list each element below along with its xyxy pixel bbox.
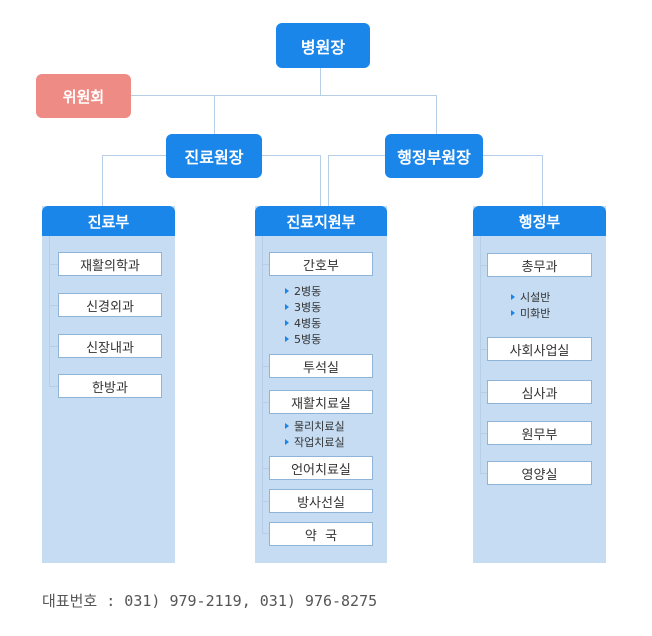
connector bbox=[262, 533, 269, 534]
dept-nephrology[interactable]: 신장내과 bbox=[58, 334, 162, 358]
connector bbox=[328, 155, 385, 156]
dept-oriental-medicine[interactable]: 한방과 bbox=[58, 374, 162, 398]
review-dept[interactable]: 심사과 bbox=[487, 380, 592, 404]
triangle-bullet-icon bbox=[285, 439, 289, 445]
dept-neurosurgery[interactable]: 신경외과 bbox=[58, 293, 162, 317]
admin-dept-title[interactable]: 행정부 bbox=[473, 206, 606, 236]
connector bbox=[480, 265, 487, 266]
medical-director-box[interactable]: 진료원장 bbox=[166, 134, 262, 178]
connector bbox=[480, 433, 487, 434]
dialysis-room[interactable]: 투석실 bbox=[269, 354, 373, 378]
connector bbox=[131, 95, 437, 96]
phone-numbers: 대표번호 : 031) 979-2119, 031) 976-8275 bbox=[42, 592, 378, 610]
connector bbox=[262, 402, 269, 403]
radiology-room[interactable]: 방사선실 bbox=[269, 489, 373, 513]
triangle-bullet-icon bbox=[285, 336, 289, 342]
connector bbox=[49, 346, 58, 347]
patient-affairs-dept[interactable]: 원무부 bbox=[487, 421, 592, 445]
triangle-bullet-icon bbox=[511, 310, 515, 316]
rehab-therapy-room[interactable]: 재활치료실 bbox=[269, 390, 373, 414]
ward-label: 2병동 bbox=[294, 285, 322, 298]
connector bbox=[214, 95, 215, 135]
general-affairs-dept[interactable]: 총무과 bbox=[487, 253, 592, 277]
connector bbox=[102, 155, 103, 206]
admin-director-box[interactable]: 행정부원장 bbox=[385, 134, 483, 178]
ward-5[interactable]: 5병동 bbox=[285, 332, 321, 348]
triangle-bullet-icon bbox=[285, 423, 289, 429]
facilities-team[interactable]: 시설반 bbox=[511, 290, 550, 306]
admin-dept-column: 행정부 총무과 시설반 미화반 사회사업실 심사과 원무부 영양실 bbox=[473, 206, 606, 563]
sub-label: 시설반 bbox=[520, 291, 551, 304]
ward-label: 5병동 bbox=[294, 333, 322, 346]
speech-therapy-room[interactable]: 언어치료실 bbox=[269, 456, 373, 480]
director-box[interactable]: 병원장 bbox=[276, 23, 370, 68]
pharmacy[interactable]: 약 국 bbox=[269, 522, 373, 546]
committee-box[interactable]: 위원회 bbox=[36, 74, 131, 118]
occupational-therapy-room[interactable]: 작업치료실 bbox=[285, 435, 345, 451]
ward-label: 4병동 bbox=[294, 317, 322, 330]
support-dept-column: 진료지원부 간호부 2병동 3병동 4병동 5병동 투석실 재활치료실 물리치료… bbox=[255, 206, 387, 563]
nursing-dept[interactable]: 간호부 bbox=[269, 252, 373, 276]
connector bbox=[49, 386, 58, 387]
connector bbox=[262, 155, 320, 156]
sub-label: 물리치료실 bbox=[294, 420, 345, 433]
social-work-room[interactable]: 사회사업실 bbox=[487, 337, 592, 361]
medical-dept-column: 진료부 재활의학과 신경외과 신장내과 한방과 bbox=[42, 206, 175, 563]
connector bbox=[262, 501, 269, 502]
dept-rehab-medicine[interactable]: 재활의학과 bbox=[58, 252, 162, 276]
connector bbox=[320, 68, 321, 96]
sub-label: 작업치료실 bbox=[294, 436, 345, 449]
triangle-bullet-icon bbox=[285, 288, 289, 294]
connector bbox=[480, 392, 487, 393]
connector bbox=[542, 155, 543, 206]
connector bbox=[262, 366, 269, 367]
ward-4[interactable]: 4병동 bbox=[285, 316, 321, 332]
medical-dept-title[interactable]: 진료부 bbox=[42, 206, 175, 236]
connector bbox=[49, 264, 58, 265]
connector bbox=[262, 468, 269, 469]
ward-2[interactable]: 2병동 bbox=[285, 284, 321, 300]
triangle-bullet-icon bbox=[285, 320, 289, 326]
physical-therapy-room[interactable]: 물리치료실 bbox=[285, 419, 345, 435]
cleaning-team[interactable]: 미화반 bbox=[511, 306, 550, 322]
connector bbox=[480, 349, 487, 350]
connector bbox=[262, 264, 269, 265]
connector bbox=[262, 236, 263, 534]
connector bbox=[480, 473, 487, 474]
connector bbox=[436, 95, 437, 135]
triangle-bullet-icon bbox=[285, 304, 289, 310]
connector bbox=[49, 305, 58, 306]
connector bbox=[320, 155, 321, 206]
connector bbox=[328, 155, 329, 206]
connector bbox=[49, 236, 50, 387]
triangle-bullet-icon bbox=[511, 294, 515, 300]
nutrition-room[interactable]: 영양실 bbox=[487, 461, 592, 485]
sub-label: 미화반 bbox=[520, 307, 551, 320]
ward-3[interactable]: 3병동 bbox=[285, 300, 321, 316]
connector bbox=[480, 236, 481, 474]
support-dept-title[interactable]: 진료지원부 bbox=[255, 206, 387, 236]
connector bbox=[102, 155, 166, 156]
connector bbox=[483, 155, 543, 156]
ward-label: 3병동 bbox=[294, 301, 322, 314]
